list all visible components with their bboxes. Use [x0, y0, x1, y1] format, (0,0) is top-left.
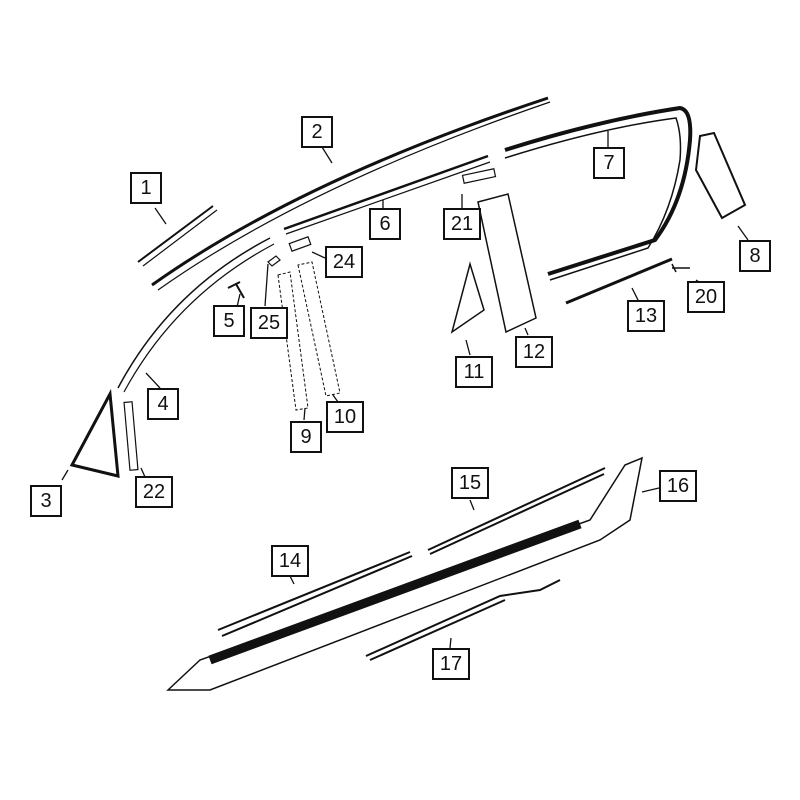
part-11-applique	[450, 261, 485, 334]
part-17-harness	[365, 579, 561, 661]
part-25-clip	[267, 255, 281, 267]
callout-9: 9	[290, 421, 322, 453]
callout-11: 11	[455, 356, 493, 388]
part-3-vent-glass	[69, 388, 120, 478]
part-16-rocker-panel	[166, 456, 644, 691]
part-6-molding	[283, 154, 491, 235]
part-24-strip	[288, 236, 312, 252]
callout-1: 1	[130, 172, 162, 204]
part-15-molding	[427, 467, 606, 555]
callout-7: 7	[593, 147, 625, 179]
part-14-molding	[217, 551, 413, 637]
part-4-a-pillar-molding	[117, 237, 275, 393]
part-13-belt-molding	[565, 257, 673, 305]
callout-3: 3	[30, 485, 62, 517]
part-9-strip	[277, 271, 309, 411]
part-22-strip	[123, 401, 139, 471]
callout-2: 2	[301, 116, 333, 148]
callout-22: 22	[135, 476, 173, 508]
callout-12: 12	[515, 336, 553, 368]
part-7-window-frame	[504, 105, 693, 276]
part-21-strip	[461, 168, 497, 184]
part-10-strip	[297, 261, 341, 397]
callout-8: 8	[739, 240, 771, 272]
callout-13: 13	[627, 300, 665, 332]
callout-20: 20	[687, 281, 725, 313]
part-8-mirror	[694, 131, 747, 220]
callout-14: 14	[271, 545, 309, 577]
part-1-molding	[137, 205, 218, 267]
callout-15: 15	[451, 467, 489, 499]
callout-17: 17	[432, 648, 470, 680]
callout-25: 25	[250, 307, 288, 339]
part-20-clip	[671, 263, 690, 273]
callout-10: 10	[326, 401, 364, 433]
part-5-bracket	[227, 281, 245, 299]
callout-24: 24	[325, 246, 363, 278]
callout-21: 21	[443, 208, 481, 240]
callout-16: 16	[659, 470, 697, 502]
part-12-pillar-applique	[477, 193, 537, 334]
callout-5: 5	[213, 305, 245, 337]
callout-4: 4	[147, 388, 179, 420]
part-2-roof-molding	[151, 96, 551, 291]
callout-6: 6	[369, 208, 401, 240]
